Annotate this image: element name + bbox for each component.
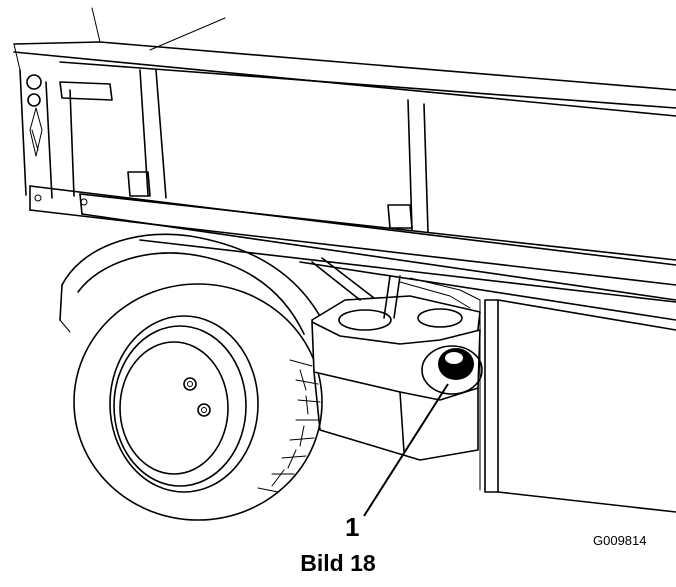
- callout-leader-line: [363, 383, 449, 517]
- cargo-bed-frame: [13, 7, 676, 301]
- wheel: [73, 283, 323, 521]
- figure-caption: Bild 18: [300, 550, 376, 576]
- callout-number: 1: [345, 512, 360, 542]
- fuel-tank: [311, 257, 483, 461]
- fender: [59, 233, 331, 336]
- figure-code: G009814: [593, 533, 647, 548]
- fuel-cap: [438, 348, 474, 380]
